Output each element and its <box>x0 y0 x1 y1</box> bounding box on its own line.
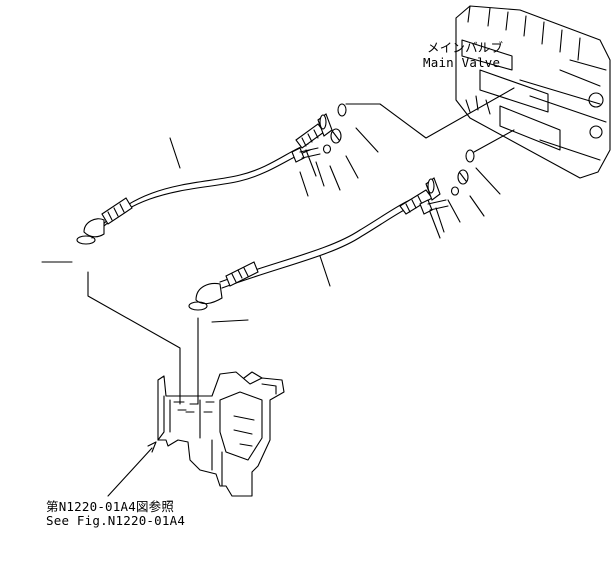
main-valve-label-en: Main Valve <box>423 55 501 70</box>
leader-lines <box>41 87 515 497</box>
upper-fasteners <box>291 103 347 163</box>
pump-block <box>157 371 285 497</box>
main-valve-block <box>455 5 611 179</box>
lower-fasteners <box>419 149 475 215</box>
lower-hose <box>188 177 441 311</box>
see-fig-label-jp: 第N1220-01A4図参照 <box>46 499 175 514</box>
main-valve-label-jp: メインバルブ <box>427 40 504 55</box>
upper-hose <box>76 113 333 245</box>
see-fig-label-en: See Fig.N1220-01A4 <box>46 513 186 528</box>
